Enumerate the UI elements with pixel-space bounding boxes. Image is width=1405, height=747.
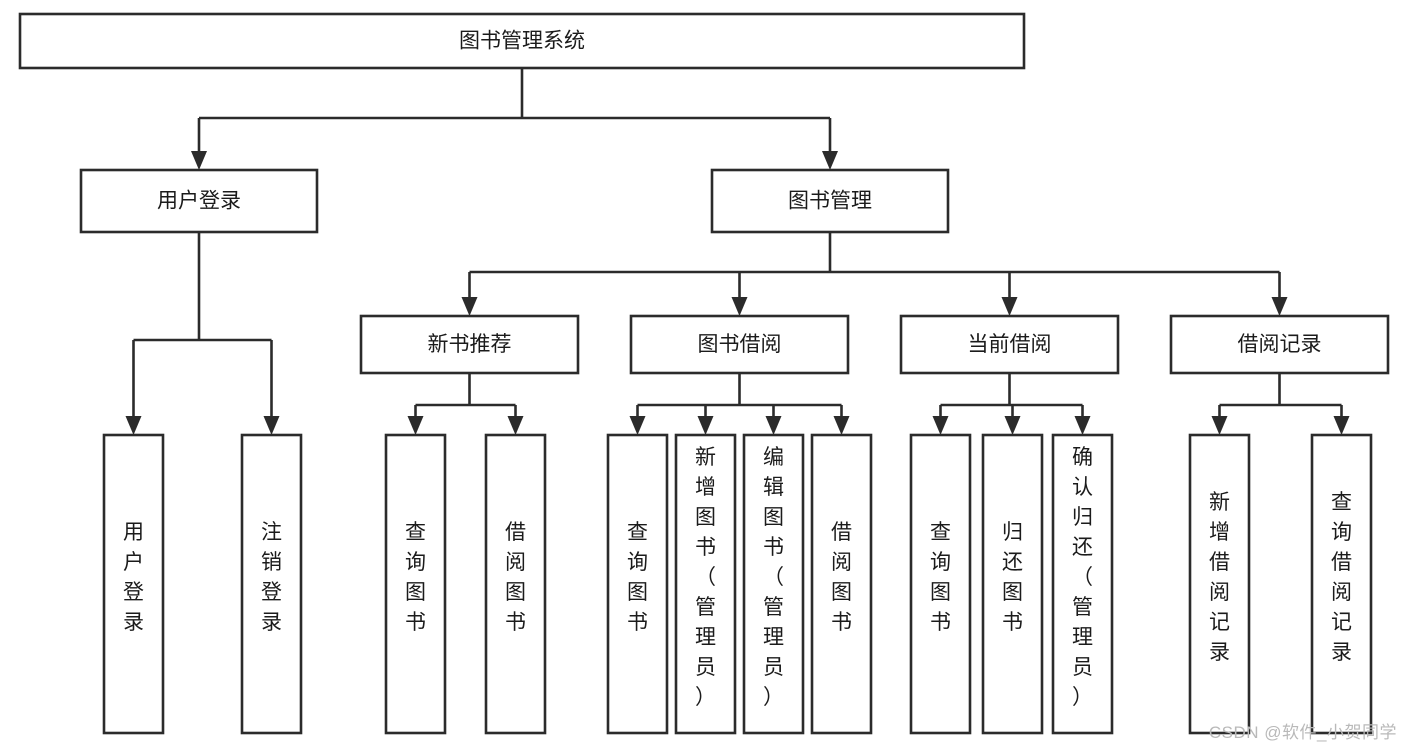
node-current-query-book[interactable]: 查询图书: [909, 433, 972, 735]
node-user-login[interactable]: 用户登录: [79, 168, 319, 234]
node-current-borrow[interactable]: 当前借阅: [899, 314, 1120, 375]
node-label-borrow-record: 借阅记录: [1238, 333, 1322, 356]
node-box-book-borrow: [629, 314, 850, 375]
node-record-query[interactable]: 查询借阅记录: [1310, 433, 1373, 735]
arrow-head-icon: [263, 416, 280, 435]
node-user-logout[interactable]: 注销登录: [240, 433, 303, 735]
node-root[interactable]: 图书管理系统: [18, 12, 1026, 70]
node-label-book-manage: 图书管理: [788, 190, 872, 213]
node-label-user-login: 用户登录: [157, 190, 241, 213]
node-label-borrow-query-book: 查询图书: [627, 521, 648, 634]
arrow-head-icon: [1271, 297, 1288, 316]
node-label-current-query-book: 查询图书: [930, 521, 951, 634]
node-box-new-book-recommend: [359, 314, 580, 375]
node-book-borrow[interactable]: 图书借阅: [629, 314, 850, 375]
node-box-borrow-borrow-book: [810, 433, 873, 735]
node-label-current-borrow: 当前借阅: [968, 333, 1052, 356]
node-label-user-login-do: 用户登录: [123, 521, 144, 634]
node-box-current-borrow: [899, 314, 1120, 375]
node-book-manage[interactable]: 图书管理: [710, 168, 950, 234]
node-box-current-confirm-return: [1051, 433, 1114, 735]
node-box-user-logout: [240, 433, 303, 735]
arrow-head-icon: [1001, 297, 1018, 316]
node-label-user-logout: 注销登录: [261, 521, 282, 634]
node-recommend-borrow-book[interactable]: 借阅图书: [484, 433, 547, 735]
arrow-head-icon: [461, 297, 478, 316]
node-box-recommend-borrow-book: [484, 433, 547, 735]
node-layer: 图书管理系统用户登录图书管理用户登录注销登录新书推荐图书借阅当前借阅借阅记录查询…: [18, 12, 1390, 735]
node-label-root: 图书管理系统: [459, 30, 585, 53]
node-label-record-query: 查询借阅记录: [1331, 491, 1352, 664]
arrow-head-icon: [629, 416, 646, 435]
node-label-current-confirm-return: 确认归还（管理员）: [1072, 446, 1093, 709]
node-box-current-return-book: [981, 433, 1044, 735]
node-new-book-recommend[interactable]: 新书推荐: [359, 314, 580, 375]
node-label-borrow-borrow-book: 借阅图书: [831, 521, 852, 634]
node-box-borrow-query-book: [606, 433, 669, 735]
arrow-head-icon: [1333, 416, 1350, 435]
node-label-borrow-add-book: 新增图书（管理员）: [695, 446, 716, 709]
arrow-head-icon: [1004, 416, 1021, 435]
node-box-recommend-query-book: [384, 433, 447, 735]
node-box-borrow-record: [1169, 314, 1390, 375]
node-label-recommend-query-book: 查询图书: [405, 521, 426, 634]
connector-layer: [125, 68, 1350, 435]
node-label-borrow-edit-book: 编辑图书（管理员）: [763, 446, 784, 709]
node-box-borrow-edit-book: [742, 433, 805, 735]
arrow-head-icon: [731, 297, 748, 316]
watermark-text: CSDN @软件_小贺同学: [1208, 723, 1397, 742]
node-borrow-borrow-book[interactable]: 借阅图书: [810, 433, 873, 735]
node-box-book-manage: [710, 168, 950, 234]
arrow-head-icon: [822, 151, 838, 170]
arrow-head-icon: [407, 416, 424, 435]
arrow-head-icon: [507, 416, 524, 435]
node-borrow-add-book[interactable]: 新增图书（管理员）: [674, 433, 737, 735]
node-box-current-query-book: [909, 433, 972, 735]
node-label-current-return-book: 归还图书: [1002, 521, 1023, 634]
node-current-confirm-return[interactable]: 确认归还（管理员）: [1051, 433, 1114, 735]
arrow-head-icon: [191, 151, 207, 170]
node-label-book-borrow: 图书借阅: [698, 333, 782, 356]
arrow-head-icon: [125, 416, 142, 435]
node-box-user-login-do: [102, 433, 165, 735]
arrow-head-icon: [697, 416, 714, 435]
node-recommend-query-book[interactable]: 查询图书: [384, 433, 447, 735]
node-box-borrow-add-book: [674, 433, 737, 735]
arrow-head-icon: [833, 416, 850, 435]
node-user-login-do[interactable]: 用户登录: [102, 433, 165, 735]
node-box-user-login: [79, 168, 319, 234]
node-record-add[interactable]: 新增借阅记录: [1188, 433, 1251, 735]
node-box-record-add: [1188, 433, 1251, 735]
node-label-record-add: 新增借阅记录: [1209, 491, 1230, 664]
node-borrow-record[interactable]: 借阅记录: [1169, 314, 1390, 375]
arrow-head-icon: [1211, 416, 1228, 435]
node-box-record-query: [1310, 433, 1373, 735]
node-borrow-edit-book[interactable]: 编辑图书（管理员）: [742, 433, 805, 735]
arrow-head-icon: [932, 416, 949, 435]
arrow-head-icon: [1074, 416, 1091, 435]
node-current-return-book[interactable]: 归还图书: [981, 433, 1044, 735]
node-label-recommend-borrow-book: 借阅图书: [505, 521, 526, 634]
node-borrow-query-book[interactable]: 查询图书: [606, 433, 669, 735]
arrow-head-icon: [765, 416, 782, 435]
node-box-root: [18, 12, 1026, 70]
node-label-new-book-recommend: 新书推荐: [428, 333, 512, 356]
